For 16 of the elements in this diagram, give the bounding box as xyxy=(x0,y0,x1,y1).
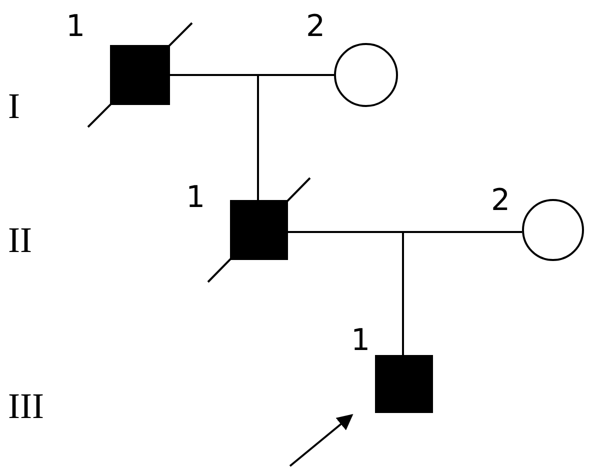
generation-label: II xyxy=(8,222,32,258)
pedigree-line xyxy=(402,231,522,355)
unaffected-female-symbol xyxy=(522,199,584,261)
generation-label: I xyxy=(8,88,20,124)
individual-number: 1 xyxy=(66,12,86,42)
individual-number: 2 xyxy=(491,186,510,216)
individual-number: 1 xyxy=(186,183,206,213)
generation-label: III xyxy=(8,388,44,424)
unaffected-female-symbol xyxy=(334,43,398,107)
individual-number: 2 xyxy=(306,12,326,42)
affected-male-deceased-symbol xyxy=(88,23,192,127)
affected-male-symbol xyxy=(375,355,433,413)
pedigree-line xyxy=(257,74,334,200)
individual-number: 1 xyxy=(351,326,370,356)
proband-arrow xyxy=(289,414,354,467)
affected-male-deceased-symbol xyxy=(208,178,310,282)
